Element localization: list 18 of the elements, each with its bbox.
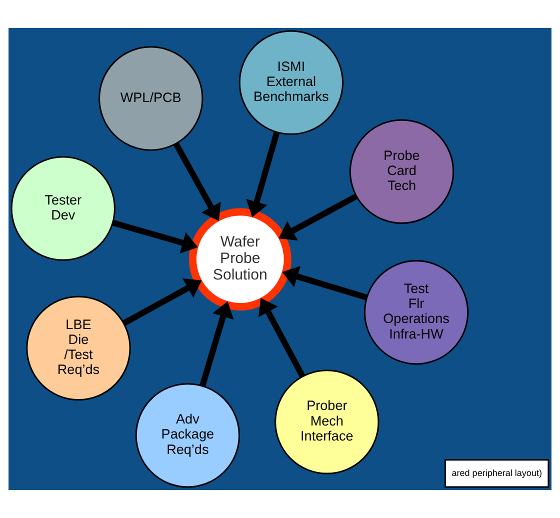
arrow [122,278,202,326]
arrow [173,142,221,221]
arrow [200,301,234,387]
node-circle: WPL/PCB [98,46,204,151]
node-circle: Prober Mech Interface [274,370,380,474]
arrow [258,298,306,378]
node-circle: Tester Dev [10,156,116,261]
node-circle: ISMI External Benchmarks [238,30,344,135]
node-circle: Wafer Probe Solution [188,208,292,311]
label: ared peripheral layout) [452,468,542,478]
arrow [112,220,198,254]
node-circle: Test Flr Operations Infra-HW [364,260,469,365]
node-circle: Adv Package Req’ds [135,383,240,488]
node-circle: LBE Die /Test Req’ds [26,296,131,401]
arrow [282,266,368,300]
arrow [278,194,358,241]
node-circle: Probe Card Tech [349,119,454,224]
arrow [246,131,280,218]
